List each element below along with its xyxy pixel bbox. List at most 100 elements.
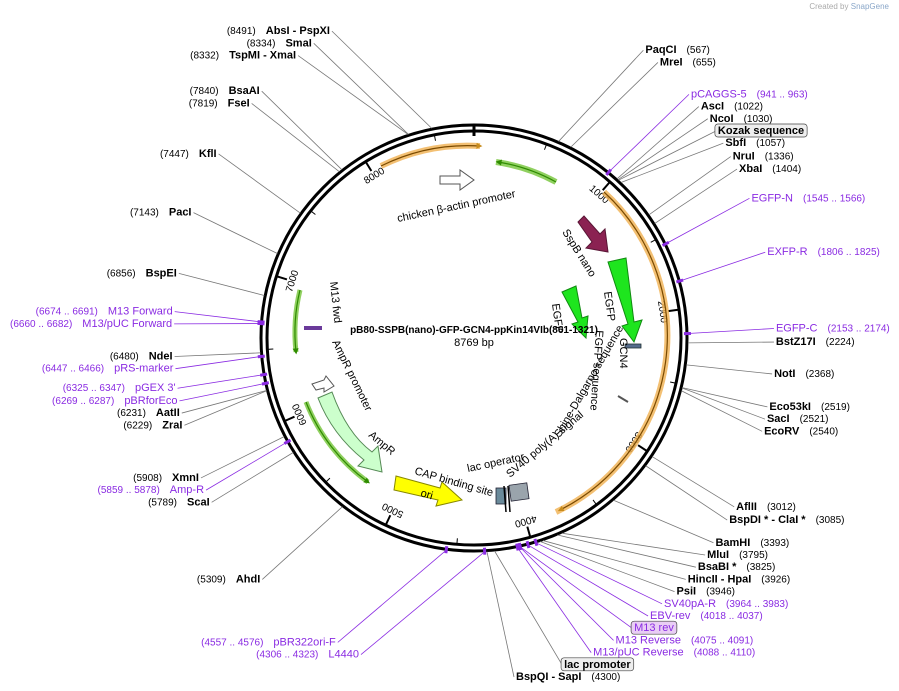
label-position: (1057) [756,138,785,149]
label-name: EXFP-R [767,246,807,258]
leader-line [561,532,706,556]
egfp-small-arrow [561,285,589,340]
tick-mark [670,381,677,384]
primer-m13rev: M13 rev [630,620,678,635]
label-name: XmnI [172,472,199,484]
label-name: lac promoter [564,659,631,671]
leader-line [200,436,285,479]
leader-line [218,153,301,214]
site-ncoi: NcoI(1030) [710,113,773,125]
primer-mark [444,546,449,554]
site-zrai: ZraI(6229) [123,419,182,431]
label-name: XbaI [739,163,762,175]
label-name: Amp-R [170,484,204,496]
leader-line [557,534,696,568]
label-position: (6269 .. 6287) [52,396,114,407]
tick-mark [384,514,392,526]
primer-pcaggs5: pCAGGS-5(941 .. 963) [691,88,808,100]
tick-mark [364,161,373,172]
label-name: M13/pUC Forward [82,318,172,330]
tick-label: 5000 [380,500,405,520]
leader-line [620,142,724,183]
ori-label: ori [419,487,434,502]
leader-line [261,90,343,170]
label-name: M13 rev [634,622,674,634]
lac-operator-block [495,487,507,505]
label-name: AhdI [236,573,260,585]
tick-mark [325,477,331,483]
primer-sv40par: SV40pA-R(3964 .. 3983) [664,598,788,610]
label-box [714,123,808,138]
snapgene-credit: Created by SnapGene [809,2,889,11]
label-name: AbsI - PspXI [266,25,330,37]
label-position: (3825) [746,562,775,573]
label-name: KflI [199,148,217,160]
label-name: ZraI [162,419,182,431]
tick-mark [433,134,436,141]
primer-mark [517,542,522,551]
leader-line [193,212,278,254]
label-name: MreI [660,56,683,68]
primer-mark [533,538,539,547]
label-position: (3085) [816,515,845,526]
label-position: (4075 .. 4091) [691,635,753,646]
leader-line [648,156,731,216]
label-position: (3012) [767,502,796,513]
leader-line [331,30,432,129]
leader-line [687,341,774,344]
label-position: (7819) [189,98,218,109]
primer-ampr: Amp-R(5859 .. 5878) [98,484,205,496]
site-xmni: XmnI(5908) [133,472,199,484]
leader-line [494,550,563,666]
label-name: pBRforEco [124,395,177,407]
label-position: (3946) [706,587,735,598]
label-name: PsiI [677,586,697,598]
label-position: (7840) [190,86,219,97]
lac-marker-2 [507,485,511,513]
label-name: TspMI - XmaI [229,50,296,62]
m13-fwd-label: M13 fwd [327,281,343,324]
label-position: (6447 .. 6466) [42,364,104,375]
tick-mark [276,275,288,281]
leader-line [337,549,447,643]
label-name: M13/pUC Reverse [593,647,683,659]
label-position: (3393) [760,538,789,549]
label-name: HincII - HpaI [688,573,752,585]
label-position: (4018 .. 4037) [700,611,762,622]
egfp-small-label: EGFP [549,303,565,334]
label-name: EBV-rev [650,610,691,622]
site-xbai: XbaI(1404) [739,163,801,175]
site-bstz17i: BstZ17I(2224) [776,336,855,348]
site-saci: SacI(2521) [767,413,829,425]
label-name: SbfI [725,137,746,149]
primer-egfpn: EGFP-N(1545 .. 1566) [751,192,865,204]
leader-line [360,551,485,655]
chicken-promoter-arc-line [495,159,557,183]
site-smai: SmaI(8334) [247,37,312,49]
label-position: (6674 .. 6691) [36,307,98,318]
chicken-promoter-label: chicken β-actin promoter [396,188,517,225]
label-position: (2540) [809,426,838,437]
leader-line [682,387,768,408]
site-ahdi: AhdI(5309) [197,573,260,585]
label-name: BamHI [715,537,750,549]
label-name: BstZ17I [776,336,816,348]
label-position: (1806 .. 1825) [818,247,880,258]
label-name: Eco53kI [769,401,811,413]
primer-ebvrev: EBV-rev (4018 .. 4037) [650,610,763,622]
sv40-polya-label: SV40 poly(A) signal [504,409,586,480]
leader-line [680,251,766,282]
site-scai: ScaI(5789) [148,496,210,508]
site-paci: PacI(7143) [130,207,192,219]
label-position: (8332) [190,51,219,62]
leader-line [178,272,265,296]
leader-line [616,106,700,180]
label-position: (2368) [805,369,834,380]
tick-label: 8000 [362,166,387,187]
tick-mark [668,308,680,313]
label-name: M13 Reverse [616,634,681,646]
boxed-kozak: Kozak sequence [714,123,808,138]
site-sbfi: SbfI (1057) [725,137,785,149]
label-position: (1022) [734,102,763,113]
primer-mark [283,438,292,445]
